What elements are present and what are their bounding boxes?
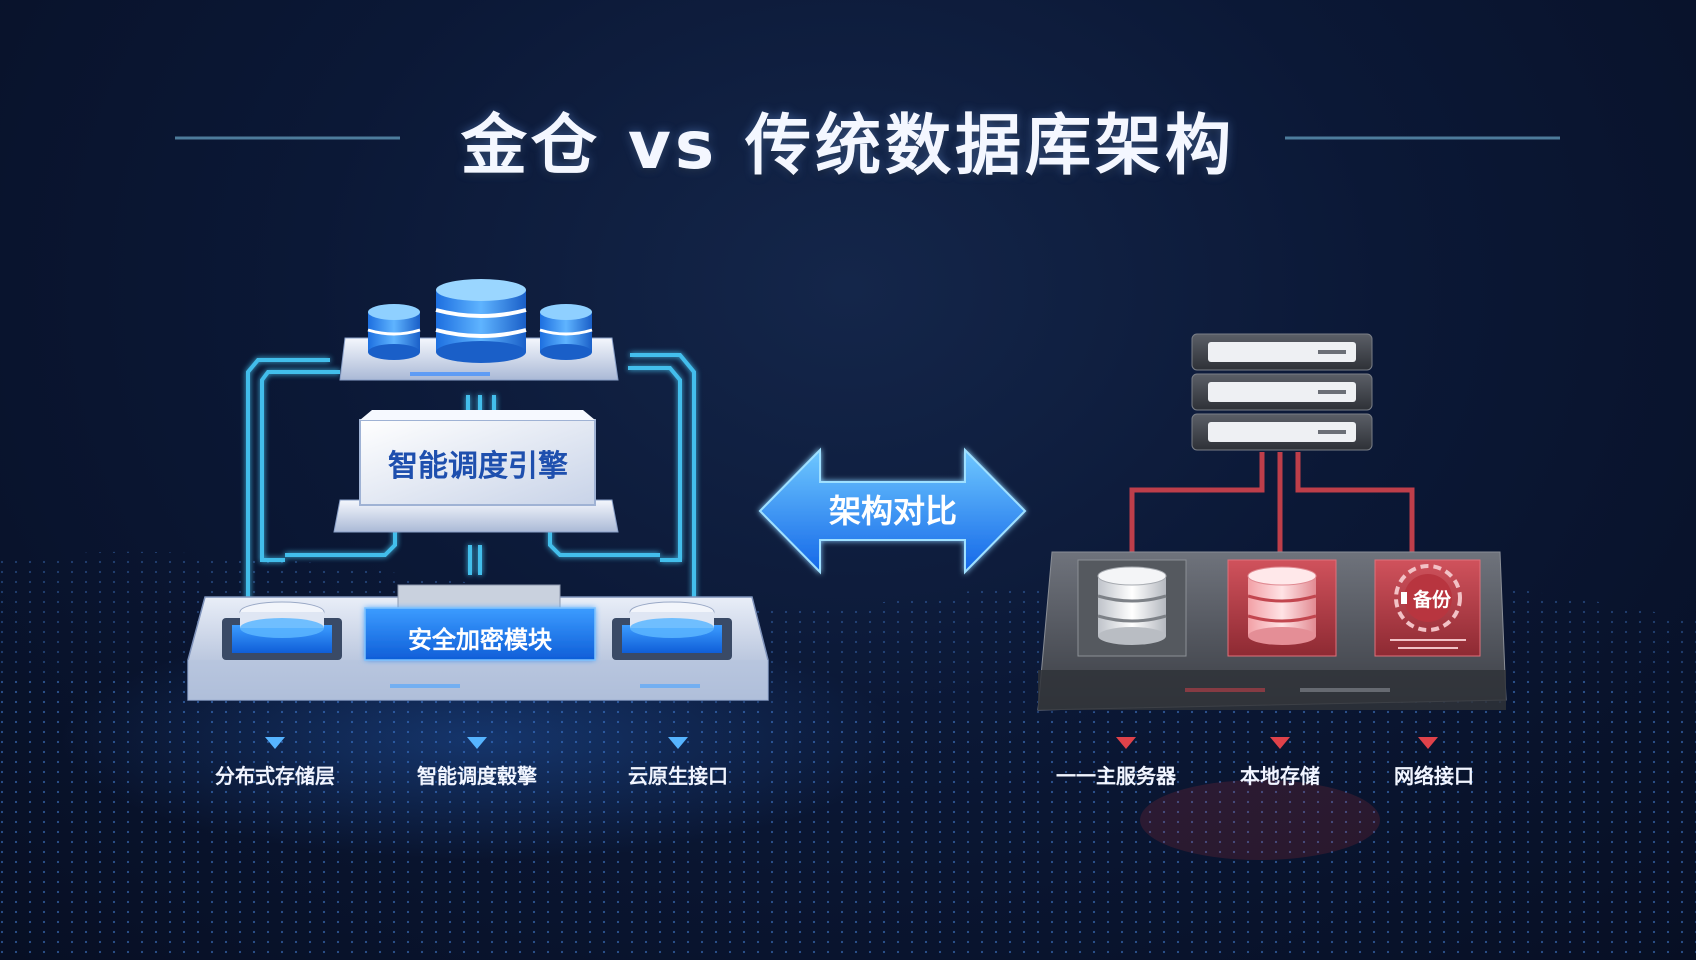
backup-gear-icon: 备份 bbox=[1390, 564, 1466, 649]
page-title: 金仓 vs 传统数据库架构 bbox=[460, 107, 1236, 184]
caption-scheduling-engine: 智能调度毂擎 bbox=[417, 764, 537, 788]
compare-label: 架构对比 bbox=[829, 492, 957, 530]
red-connector-lines bbox=[1129, 452, 1415, 555]
base-platform: 安全加密模块 bbox=[187, 584, 769, 701]
server-database-icon bbox=[1097, 566, 1167, 645]
traditional-architecture: 备份 bbox=[1037, 333, 1507, 711]
caption-local-storage: 本地存储 bbox=[1240, 764, 1320, 788]
caption-cloud-native-interface: 云原生接口 bbox=[628, 764, 728, 788]
security-module-label: 安全加密模块 bbox=[408, 626, 552, 654]
caption-network-interface: 网络接口 bbox=[1394, 764, 1474, 788]
triangle-marker-icon bbox=[265, 737, 1438, 749]
server-rack-icon bbox=[1191, 333, 1373, 451]
database-stack-icon bbox=[339, 279, 619, 381]
engine-label: 智能调度引擎 bbox=[388, 449, 568, 484]
dark-base-platform: 备份 bbox=[1037, 551, 1507, 711]
caption-main-server: 一一主服务器 bbox=[1056, 764, 1176, 788]
backup-label: 备份 bbox=[1412, 588, 1452, 611]
kingbase-architecture: 智能调度引擎 bbox=[187, 279, 769, 701]
caption-distributed-storage: 分布式存储层 bbox=[215, 764, 335, 788]
local-storage-database-icon bbox=[1247, 566, 1317, 645]
scheduling-engine-block: 智能调度引擎 bbox=[333, 410, 619, 533]
double-arrow-icon: 架构对比 bbox=[758, 447, 1027, 575]
